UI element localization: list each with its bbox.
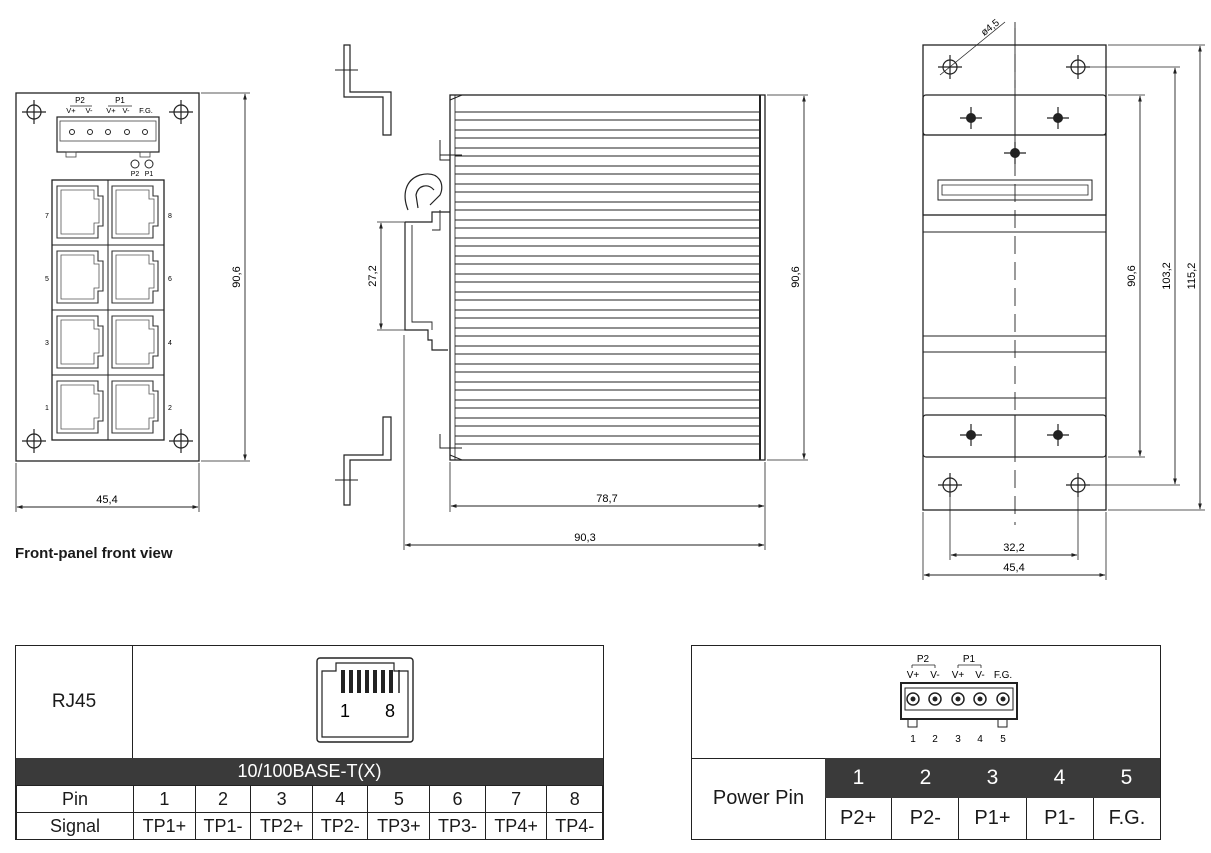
dim-side-rail: 27,2 <box>367 265 379 286</box>
power-terminal-icon: P2 P1 V+ V- V+ V- F.G. 1 2 3 4 <box>900 654 1018 745</box>
led-label: P2 <box>131 171 140 178</box>
port-number: 2 <box>168 405 172 412</box>
port-number: 1 <box>45 405 49 412</box>
front-label-p2: P2 <box>75 96 85 105</box>
dim-rear-w2: 45,4 <box>1003 562 1024 574</box>
signal-cell: TP4- <box>546 812 603 840</box>
power-pin-numbers: 1 2 3 4 5 <box>825 758 1160 798</box>
side-view <box>335 44 808 550</box>
signal-cell: TP2- <box>311 812 369 840</box>
power-pin-signal: P2- <box>891 798 958 839</box>
power-terminal-number: 3 <box>955 734 961 745</box>
dim-front-width: 45,4 <box>96 494 117 506</box>
pin-cell: 2 <box>194 785 252 813</box>
led-label: P1 <box>145 171 154 178</box>
signal-cell: TP3- <box>429 812 486 840</box>
port-number: 5 <box>45 276 49 283</box>
pin-cell: 8 <box>546 785 603 813</box>
front-terminal-label: V- <box>85 106 93 115</box>
port-number: 4 <box>168 340 172 347</box>
signal-cell: TP1- <box>194 812 252 840</box>
power-pin-table: P2 P1 V+ V- V+ V- F.G. 1 2 3 4 <box>691 645 1161 840</box>
pin-header: Pin <box>16 785 134 813</box>
power-pin-title: Power Pin <box>692 758 826 839</box>
power-pin-signal: P2+ <box>840 807 877 829</box>
dim-side-body: 78,7 <box>596 493 617 505</box>
power-terminal-label: V- <box>975 670 984 681</box>
jack-pin-first: 1 <box>340 701 350 721</box>
signal-cell: TP2+ <box>250 812 313 840</box>
power-pin-signal: P1+ <box>958 798 1025 839</box>
front-panel-outline <box>15 92 200 462</box>
table-row: Signal TP1+ TP1- TP2+ TP2- TP3+ TP3- TP4… <box>16 812 603 840</box>
signal-cell: TP3+ <box>367 812 431 840</box>
power-pin-number: 4 <box>1053 766 1066 789</box>
port-number: 7 <box>45 213 49 220</box>
jack-pin-last: 8 <box>385 701 395 721</box>
front-terminal-label: V+ <box>66 106 76 115</box>
power-terminal-label: V+ <box>907 670 920 681</box>
signal-header: Signal <box>16 812 134 840</box>
dim-rear-h1: 90,6 <box>1126 265 1138 286</box>
pin-cell: 5 <box>367 785 431 813</box>
dim-rear-h3: 115,2 <box>1186 263 1198 290</box>
rj45-pin-table: Pin 1 2 3 4 5 6 7 8 Signal TP1+ TP1- TP2… <box>16 785 603 840</box>
pin-cell: 4 <box>311 785 369 813</box>
pin-cell: 3 <box>250 785 313 813</box>
power-pin-signal: P1- <box>1025 798 1093 839</box>
power-pin-number: 5 <box>1120 766 1133 789</box>
technical-drawings: P2 P1 V+ V- V+ V- F.G. P2 P1 <box>15 17 1205 580</box>
dim-rear-h2: 103,2 <box>1161 262 1173 290</box>
table-row: Pin 1 2 3 4 5 6 7 8 <box>16 785 603 813</box>
heatsink-fins <box>455 111 760 445</box>
front-label-p1: P1 <box>115 96 125 105</box>
led-p2 <box>130 159 140 169</box>
power-label-p2: P2 <box>917 654 930 665</box>
rj45-standard: 10/100BASE-T(X) <box>16 758 603 785</box>
front-terminal-block <box>56 116 160 153</box>
signal-cell: TP4+ <box>484 812 548 840</box>
dim-rear-hole: ø4,5 <box>979 17 1002 38</box>
power-terminal-label: V- <box>930 670 939 681</box>
front-view-caption: Front-panel front view <box>15 545 173 562</box>
power-pin-number: 1 <box>852 766 865 789</box>
dim-side-total: 90,3 <box>574 532 595 544</box>
pin-cell: 7 <box>484 785 548 813</box>
front-terminal-label: F.G. <box>139 106 153 115</box>
power-terminal-number: 2 <box>932 734 938 745</box>
port-number: 6 <box>168 276 172 283</box>
power-terminal-number: 1 <box>910 734 916 745</box>
rear-view <box>922 22 1107 525</box>
pin-cell: 1 <box>133 785 196 813</box>
dim-front-height: 90,6 <box>231 266 243 287</box>
front-panel-view: P2 P1 V+ V- V+ V- F.G. P2 P1 <box>15 92 250 512</box>
power-terminal-number: 5 <box>1000 734 1006 745</box>
power-terminal-number: 4 <box>977 734 983 745</box>
rj45-title: RJ45 <box>16 646 133 758</box>
power-terminal-label: V+ <box>952 670 965 681</box>
signal-cell: TP1+ <box>133 812 196 840</box>
dim-side-height: 90,6 <box>790 266 802 287</box>
front-terminal-label: V+ <box>106 106 116 115</box>
power-pin-signal: F.G. <box>1092 798 1160 839</box>
front-terminal-label: V- <box>122 106 130 115</box>
power-pin-signals: P2+ P2- P1+ P1- F.G. <box>825 798 1160 839</box>
rj45-jack-icon: 1 8 <box>316 657 414 743</box>
port-number: 3 <box>45 340 49 347</box>
pin-cell: 6 <box>429 785 486 813</box>
dim-rear-w1: 32,2 <box>1003 542 1024 554</box>
power-terminal-label: F.G. <box>994 670 1012 681</box>
port-number: 8 <box>168 213 172 220</box>
power-pin-number: 3 <box>986 766 999 789</box>
power-pin-number: 2 <box>919 766 932 789</box>
rj45-pinout-table: RJ45 1 8 10/100BASE-T(X) Pin 1 2 3 4 5 6… <box>15 645 604 840</box>
power-label-p1: P1 <box>963 654 976 665</box>
led-p1 <box>144 159 154 169</box>
